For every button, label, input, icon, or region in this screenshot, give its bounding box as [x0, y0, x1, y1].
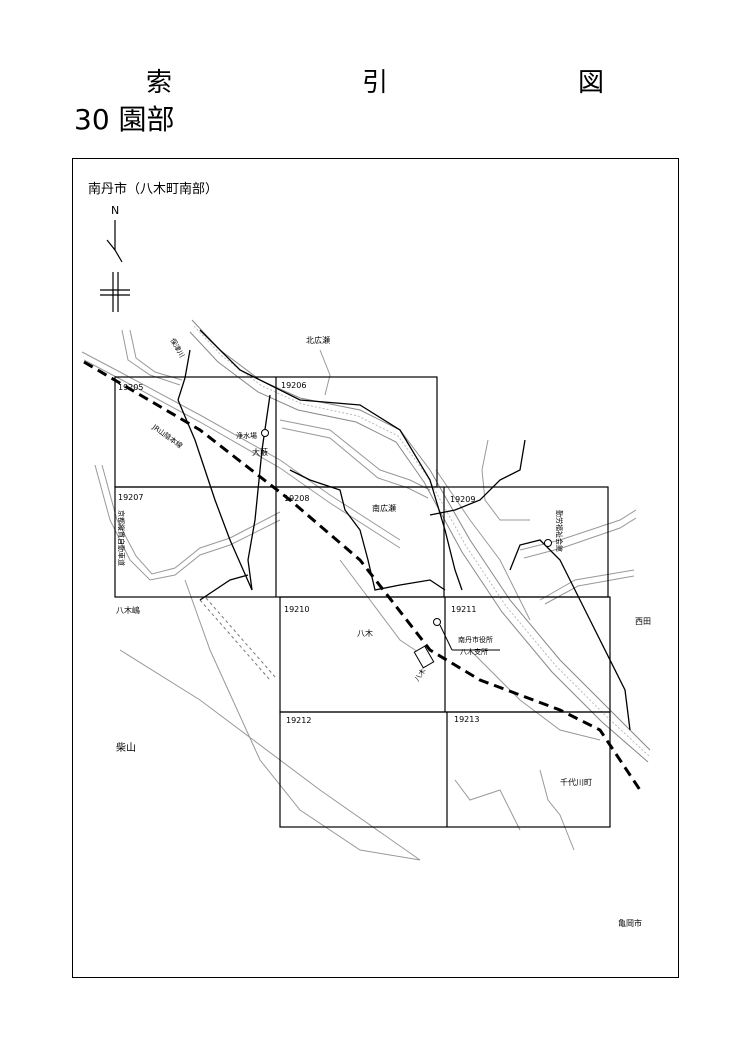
grid-cell-19206: 19206 — [281, 381, 306, 390]
river-label: 保津川 — [168, 337, 186, 360]
place-nishida: 西田 — [635, 617, 651, 626]
station-label: 八木 — [412, 667, 427, 684]
welfare-hall-icon — [544, 539, 552, 547]
expressway-line — [199, 599, 271, 681]
place-minamihirose: 南広瀬 — [372, 503, 396, 513]
facility-city-office-branch: 八木支所 — [460, 647, 488, 656]
place-kameoka: 亀岡市 — [618, 918, 642, 928]
place-kitahirose: 北広瀬 — [306, 335, 330, 345]
grid-cell-19210: 19210 — [284, 605, 309, 614]
facility-welfare-hall: 勤労福祉会館 — [555, 510, 564, 552]
grid-cell-19211: 19211 — [451, 605, 476, 614]
station-icon — [413, 645, 435, 669]
map-label: 南丹市（八木町南部） — [88, 182, 219, 197]
place-oyabu: 大藪 — [252, 447, 268, 457]
grid-labels: 19205 19206 19207 19208 19209 19210 1921… — [118, 381, 479, 725]
hozu-river — [189, 319, 651, 763]
place-yagi: 八木 — [357, 628, 373, 638]
rail-line — [83, 360, 642, 791]
expressway-label: 京都縦貫自動車道 — [117, 510, 126, 566]
city-office-icon — [433, 618, 441, 626]
facility-city-office: 南丹市役所 — [458, 635, 493, 644]
place-sendaigawa: 千代川町 — [560, 777, 592, 787]
grid-cell-19209: 19209 — [450, 495, 475, 504]
place-yagishima: 八木嶋 — [116, 605, 140, 615]
grid-cell-19205: 19205 — [118, 383, 143, 392]
page-title: 索 引 図 — [145, 68, 686, 98]
grid-cell-19213: 19213 — [454, 715, 479, 724]
svg-text:N: N — [111, 204, 119, 217]
page-subtitle: 30 園部 — [74, 103, 175, 136]
grid-cell-19208: 19208 — [284, 494, 309, 503]
grid-cell-19212: 19212 — [286, 716, 311, 725]
index-grid — [114, 376, 611, 828]
grid-cell-19207: 19207 — [118, 493, 143, 502]
north-arrow-icon: N — [100, 204, 130, 312]
facility-water-plant: 浄水場 — [236, 431, 257, 440]
rail-label: JR山陰本線 — [150, 422, 184, 450]
water-plant-icon — [261, 429, 269, 437]
map-frame — [72, 158, 679, 978]
place-names: 北広瀬 南広瀬 八木 八木嶋 西田 柴山 千代川町 亀岡市 大藪 浄水場 保津川… — [116, 335, 651, 928]
place-shibayama: 柴山 — [116, 741, 136, 754]
